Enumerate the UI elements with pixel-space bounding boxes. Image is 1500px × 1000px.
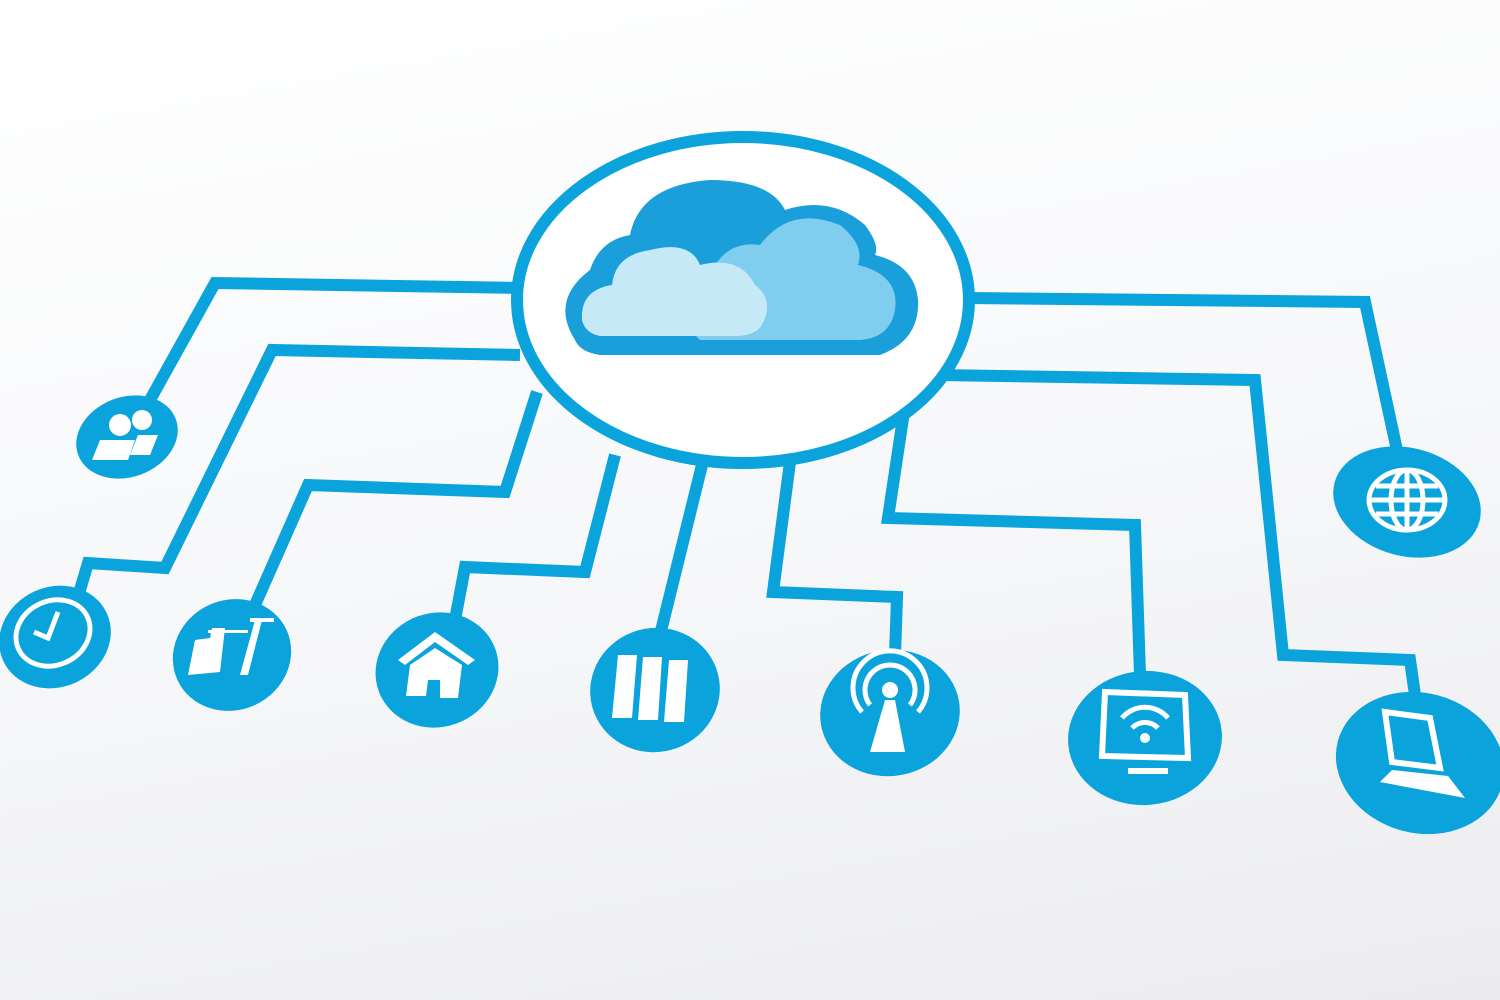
node-binders[interactable]	[576, 613, 734, 766]
node-house[interactable]	[359, 595, 515, 745]
connector-laptop	[937, 369, 1421, 696]
connectors	[74, 276, 1421, 696]
node-factory[interactable]	[154, 580, 309, 730]
connector-antenna	[766, 461, 904, 656]
node-clock[interactable]	[0, 568, 128, 707]
nodes	[0, 382, 1500, 852]
connector-globe	[967, 292, 1404, 457]
house-icon	[398, 632, 475, 698]
antenna-icon	[850, 648, 930, 752]
users-icon	[92, 410, 158, 460]
connector-house	[449, 453, 621, 622]
node-antenna[interactable]	[810, 639, 970, 787]
node-laptop[interactable]	[1320, 673, 1500, 852]
connector-monitor	[881, 404, 1146, 676]
node-globe[interactable]	[1321, 430, 1494, 573]
connector-binders	[654, 463, 708, 637]
globe-icon	[1366, 467, 1448, 533]
node-users[interactable]	[64, 382, 189, 493]
cloud-icon	[565, 180, 919, 355]
cloud-hub	[511, 131, 975, 469]
node-monitor[interactable]	[1062, 665, 1227, 812]
connector-factory	[249, 390, 543, 608]
clock-icon	[13, 597, 93, 669]
connector-clock	[74, 343, 521, 592]
monitor-wifi-icon	[1098, 688, 1192, 774]
factory-icon	[188, 618, 274, 675]
binders-icon	[612, 655, 688, 722]
laptop-icon	[1380, 708, 1465, 798]
connector-users	[144, 276, 523, 403]
